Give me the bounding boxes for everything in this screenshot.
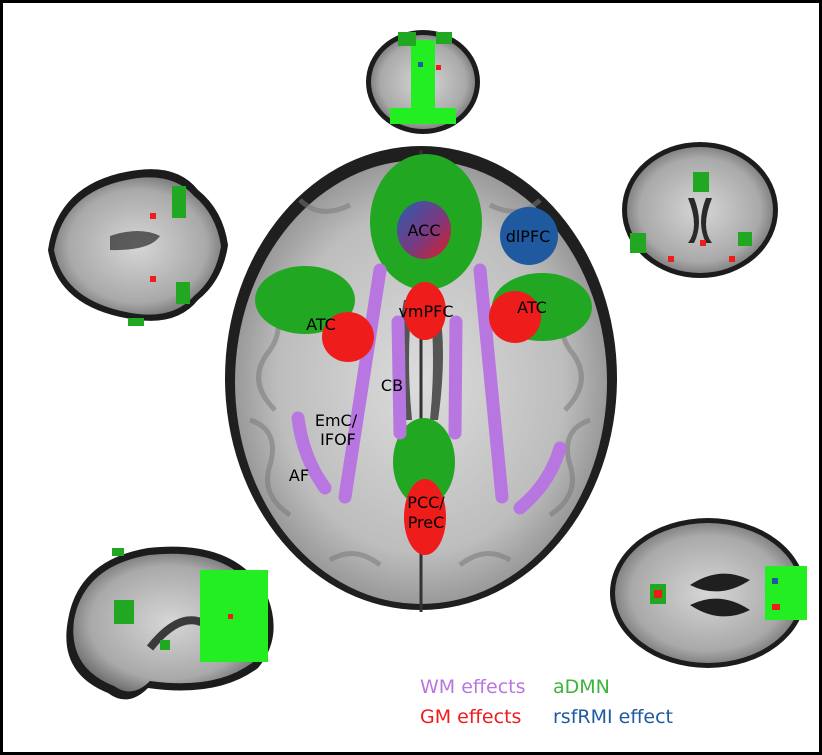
label-pcc: PCC/ <box>407 493 445 512</box>
thumb-sagittal-left <box>66 547 273 700</box>
label-af: AF <box>289 466 309 485</box>
label-prec: PreC <box>408 513 445 532</box>
thumb-coronal-right <box>622 142 778 278</box>
legend-rsfmri: rsfRMI effect <box>553 706 673 728</box>
thumb-coronal-top <box>366 30 480 134</box>
legend-admn: aDMN <box>553 676 610 698</box>
label-emc: EmC/ <box>315 411 358 430</box>
thumb-axial-right <box>610 518 807 668</box>
tract-cb-right <box>455 322 456 433</box>
legend-gm: GM effects <box>420 706 521 728</box>
label-dlpfc: dlPFC <box>506 227 551 246</box>
legend-wm: WM effects <box>420 676 525 698</box>
label-atc-left: ATC <box>306 315 336 334</box>
label-ifof: IFOF <box>320 430 356 449</box>
label-acc: ACC <box>407 221 440 240</box>
label-atc-right: ATC <box>517 298 547 317</box>
label-cb: CB <box>381 376 403 395</box>
label-vmpfc: vmPFC <box>398 302 453 321</box>
